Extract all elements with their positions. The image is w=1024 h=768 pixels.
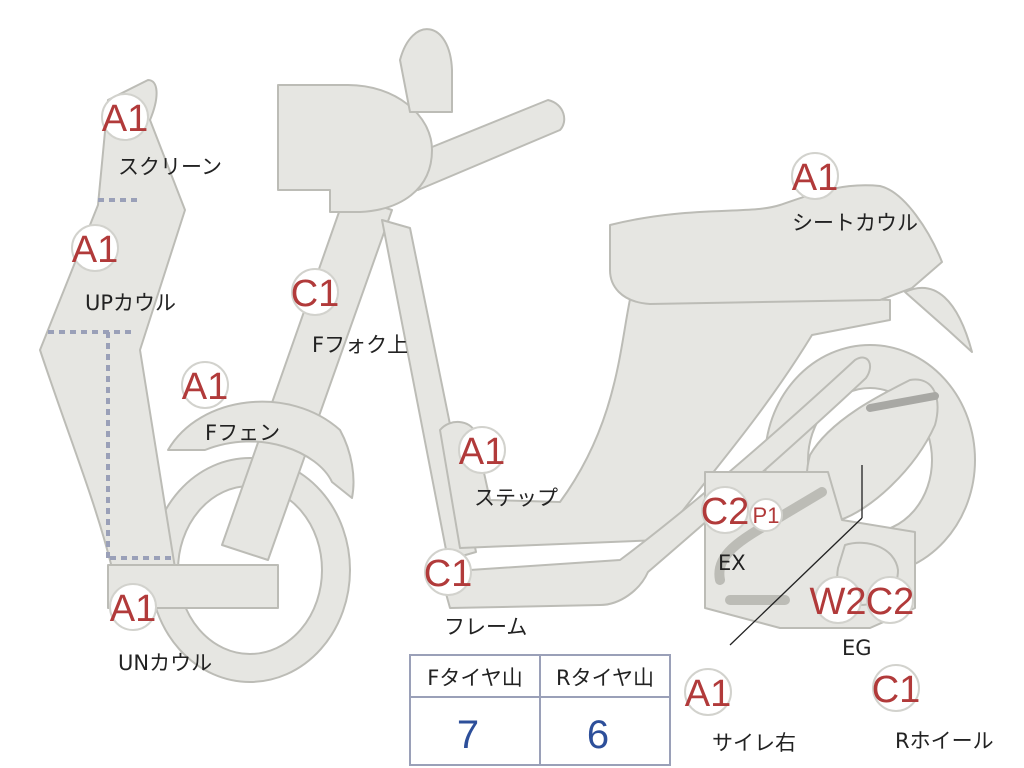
- tail: [904, 286, 973, 353]
- badge-eg-w[interactable]: W2 EG: [810, 576, 872, 660]
- tread-header-front: Fタイヤ山: [427, 666, 522, 690]
- badge-upcowl[interactable]: A1 UPカウル: [71, 224, 176, 315]
- badge-seat-label: シートカウル: [792, 211, 918, 235]
- badge-seat-code: A1: [792, 157, 838, 199]
- badge-unc-label: UNカウル: [118, 651, 212, 675]
- rear-axle: [866, 392, 939, 412]
- badge-frame-label: フレーム: [444, 615, 527, 639]
- badge-ffork-label: Fフォク上: [312, 333, 408, 357]
- badge-screen-code: A1: [102, 98, 148, 140]
- front-fender: [167, 400, 355, 499]
- badge-step-code: A1: [459, 431, 505, 473]
- headlight-block: [277, 84, 433, 213]
- front-wheel: [149, 457, 351, 683]
- badge-rwheel-code: C1: [872, 669, 921, 711]
- cowl-seams: [48, 198, 172, 560]
- badge-sire-label: サイレ右: [712, 731, 796, 755]
- badge-step-label: ステップ: [474, 486, 558, 510]
- handlebar: [399, 99, 566, 191]
- tread-value-rear: 6: [587, 713, 609, 757]
- badge-eg-c-code: C2: [866, 581, 915, 623]
- badge-ffork-code: C1: [291, 273, 340, 315]
- badge-sire-code: A1: [685, 673, 731, 715]
- seat: [609, 184, 943, 305]
- badge-frame[interactable]: C1 フレーム: [424, 548, 528, 639]
- badge-ffen[interactable]: A1 Fフェン: [181, 361, 280, 445]
- badge-screen[interactable]: A1 スクリーン: [101, 93, 222, 179]
- badge-sire[interactable]: A1 サイレ右: [684, 668, 796, 755]
- marker-lines: [729, 465, 863, 646]
- badge-eg-c[interactable]: C2: [866, 576, 915, 624]
- badge-upcowl-label: UPカウル: [85, 291, 176, 315]
- badge-seat[interactable]: A1 シートカウル: [791, 152, 918, 235]
- badge-ffork[interactable]: C1 Fフォク上: [291, 268, 408, 357]
- badge-eg-label: EG: [842, 636, 872, 660]
- badge-upcowl-code: A1: [72, 229, 118, 271]
- main-frame: [439, 356, 871, 609]
- badge-rwheel-label: Rホイール: [895, 729, 994, 753]
- badge-eg-w-code: W2: [810, 581, 867, 623]
- badge-ex[interactable]: C2 EX: [701, 486, 750, 575]
- badge-unc[interactable]: A1 UNカウル: [109, 583, 212, 675]
- badge-screen-label: スクリーン: [118, 155, 222, 179]
- badge-ffen-code: A1: [182, 366, 228, 408]
- badge-step[interactable]: A1 ステップ: [458, 426, 558, 510]
- badge-ex-label: EX: [718, 551, 746, 575]
- badge-frame-code: C1: [424, 553, 473, 595]
- tread-value-front: 7: [457, 713, 479, 757]
- front-cowl: [39, 79, 186, 569]
- badge-ex-p-code: P1: [753, 503, 780, 528]
- badge-unc-code: A1: [110, 588, 156, 630]
- badge-ex-p[interactable]: P1: [749, 498, 783, 532]
- mirror: [399, 28, 453, 113]
- tread-header-rear: Rタイヤ山: [556, 666, 654, 690]
- badge-ex-code: C2: [701, 491, 750, 533]
- tread-table: Fタイヤ山 Rタイヤ山 7 6: [409, 654, 671, 766]
- badge-ffen-label: Fフェン: [205, 421, 280, 445]
- badge-rwheel[interactable]: C1 Rホイール: [872, 664, 994, 753]
- scooter-body: [39, 28, 976, 683]
